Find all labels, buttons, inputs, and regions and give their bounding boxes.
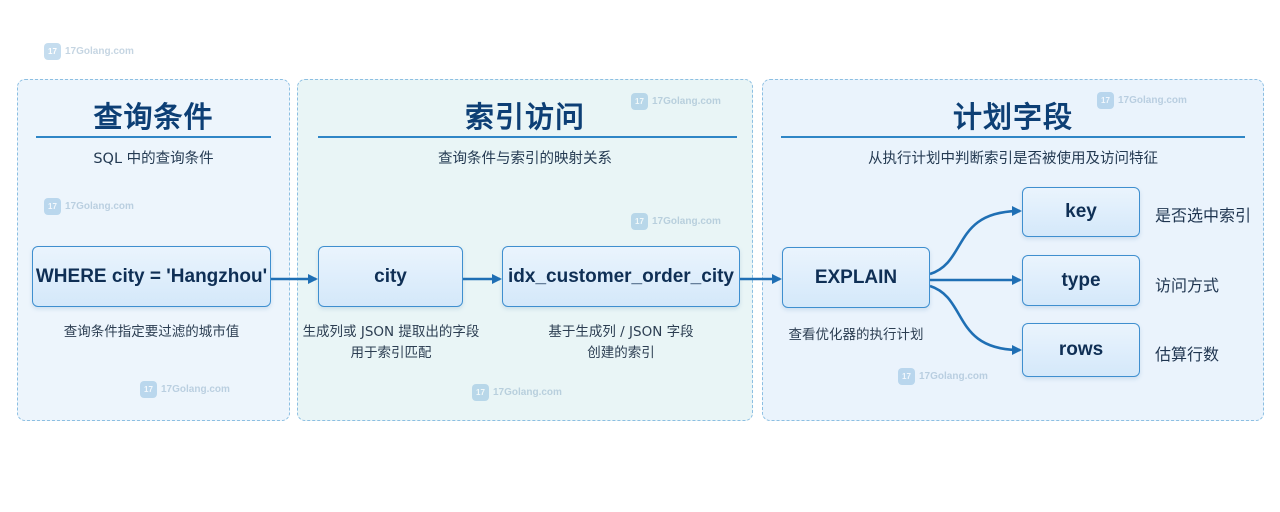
arrow-explain-to-rows — [929, 284, 1022, 355]
city-column-node: city — [318, 246, 463, 307]
index-title-rule — [318, 136, 737, 138]
index-panel-title: 索引访问 — [464, 100, 585, 134]
explain-node: EXPLAIN — [782, 247, 930, 308]
query-title-rule — [36, 136, 271, 138]
arrow-explain-to-key — [929, 206, 1022, 276]
plan-panel-subtitle: 从执行计划中判断索引是否被使用及访问特征 — [868, 151, 1158, 167]
rows-field-node: rows — [1022, 323, 1140, 377]
plan-fields-panel: 计划字段 从执行计划中判断索引是否被使用及访问特征 — [762, 79, 1264, 421]
where-caption: 查询条件指定要过滤的城市值 — [63, 324, 240, 340]
where-clause-node: WHERE city = 'Hangzhou' — [32, 246, 271, 307]
key-field-description: 是否选中索引 — [1155, 206, 1252, 225]
explain-caption: 查看优化器的执行计划 — [788, 327, 924, 343]
rows-field-description: 估算行数 — [1155, 345, 1220, 364]
key-field-node: key — [1022, 187, 1140, 237]
index-name-node: idx_customer_order_city — [502, 246, 740, 307]
type-field-node: type — [1022, 255, 1140, 306]
query-panel-subtitle: SQL 中的查询条件 — [93, 151, 214, 167]
city-caption: 生成列或 JSON 提取出的字段 用于索引匹配 — [302, 324, 480, 361]
plan-title-rule — [781, 136, 1245, 138]
query-panel-title: 查询条件 — [93, 100, 214, 134]
plan-panel-title: 计划字段 — [952, 100, 1073, 134]
type-field-description: 访问方式 — [1155, 276, 1220, 295]
index-caption: 基于生成列 / JSON 字段 创建的索引 — [548, 324, 694, 361]
index-panel-subtitle: 查询条件与索引的映射关系 — [438, 151, 612, 167]
